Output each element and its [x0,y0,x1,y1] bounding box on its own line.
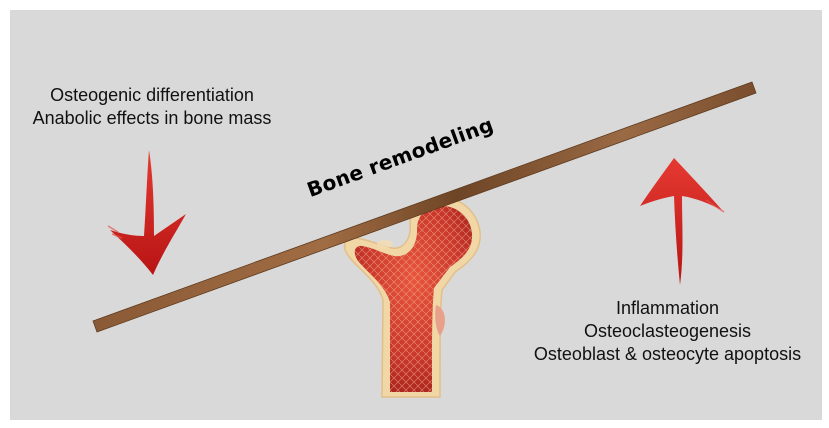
up-arrow-icon [640,158,724,285]
right-effects-text: Inflammation Osteoclasteogenesis Osteobl… [525,297,810,366]
right-line-2: Osteoclasteogenesis [525,320,810,343]
left-line-1: Osteogenic differentiation [12,84,292,107]
left-effects-text: Osteogenic differentiation Anabolic effe… [12,84,292,130]
down-arrow-icon [108,150,186,275]
right-line-1: Inflammation [525,297,810,320]
right-line-3: Osteoblast & osteocyte apoptosis [525,343,810,366]
left-line-2: Anabolic effects in bone mass [12,107,292,130]
